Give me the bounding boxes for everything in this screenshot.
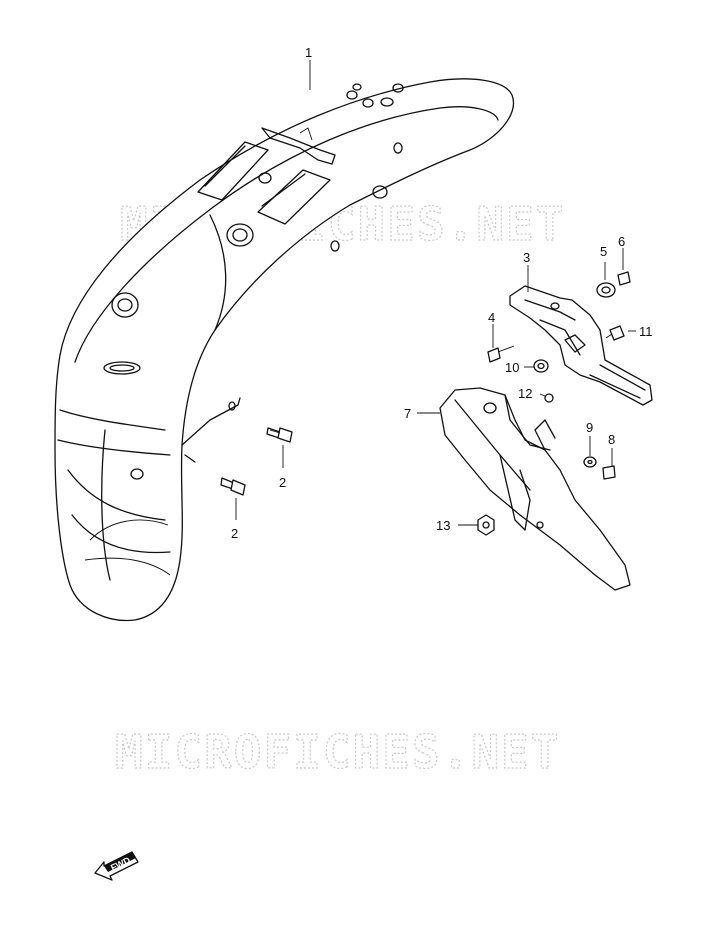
callout-9: 9 <box>586 420 593 435</box>
nut-10 <box>533 359 549 373</box>
callout-8: 8 <box>608 432 615 447</box>
bolt-4 <box>487 345 515 363</box>
callout-4: 4 <box>488 310 495 325</box>
grommet-6 <box>617 271 631 286</box>
bolt-11 <box>605 325 625 341</box>
bolt-2-upper <box>266 427 293 443</box>
rear-fender <box>54 78 515 622</box>
leader-lines <box>235 60 636 526</box>
callout-13: 13 <box>436 518 450 533</box>
callout-3: 3 <box>523 250 530 265</box>
license-bracket <box>509 285 653 406</box>
watermark-bottom: MICROFICHES.NET <box>115 725 560 779</box>
callout-2-upper: 2 <box>279 475 286 490</box>
callout-1: 1 <box>305 45 312 60</box>
callout-12: 12 <box>518 386 532 401</box>
bolt-2-lower <box>220 477 246 496</box>
cushion-12 <box>544 393 554 403</box>
callout-2-lower: 2 <box>231 526 238 541</box>
mud-flap <box>439 387 631 591</box>
callout-6: 6 <box>618 234 625 249</box>
callout-7: 7 <box>404 406 411 421</box>
collar-5 <box>596 282 616 298</box>
callout-10: 10 <box>505 360 519 375</box>
callout-11: 11 <box>639 324 653 339</box>
fwd-arrow-icon: FWD <box>94 851 139 881</box>
nut-13 <box>477 514 495 536</box>
washer-9 <box>583 456 597 468</box>
screw-8 <box>602 465 616 480</box>
callout-5: 5 <box>600 244 607 259</box>
callout-labels: 1 2 2 3 4 5 6 7 8 9 10 11 12 13 <box>231 45 653 541</box>
